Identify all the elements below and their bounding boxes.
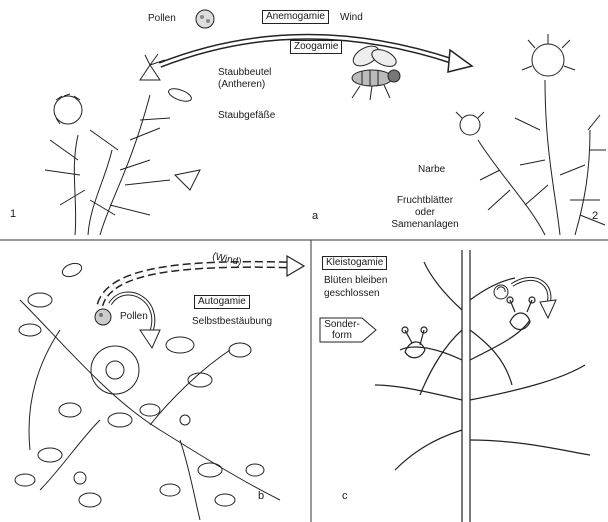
autogamie-label: Autogamie [194, 295, 250, 309]
selbstbestaeubung-label: Selbstbestäubung [192, 316, 272, 328]
pollen-grain-b-icon [95, 309, 111, 325]
transfer-arrowhead [448, 50, 472, 72]
anemogamie-label: Anemogamie [262, 10, 329, 24]
pollen-grain-icon [196, 10, 214, 28]
cleistogamy-arrowhead [540, 300, 556, 318]
wind-arrowhead [287, 256, 304, 276]
pollen-label-b: Pollen [120, 311, 148, 323]
staubgefaesse-label: Staubgefäße [218, 110, 275, 122]
panel-letter-a: a [312, 210, 318, 222]
antheren-label: (Antheren) [218, 79, 265, 91]
narbe-label: Narbe [418, 164, 445, 176]
pollen-grain-c-icon [494, 285, 508, 299]
pollen-label-a: Pollen [148, 13, 176, 25]
fruchtblaetter-label: Fruchtblätter [385, 195, 465, 207]
staubbeutel-label: Staubbeutel [218, 67, 271, 79]
panel-letter-c: c [342, 490, 348, 502]
panel-letter-b: b [258, 490, 264, 502]
bee-icon [350, 42, 400, 100]
oder-label: oder [385, 207, 465, 219]
right-carnation-plant [456, 34, 606, 235]
plant-number-1: 1 [10, 208, 16, 220]
left-carnation-plant [45, 54, 200, 235]
zoogamie-label: Zoogamie [290, 40, 342, 54]
form-label: form [322, 330, 362, 342]
plant-number-2: 2 [592, 210, 598, 222]
wind-label-a: Wind [340, 12, 363, 24]
kleistogamie-label: Kleistogamie [322, 256, 387, 270]
geschlossen-label: geschlossen [324, 288, 380, 300]
cleistogamous-plant [375, 250, 590, 522]
blueten-label: Blüten bleiben [324, 275, 387, 287]
samenanlagen-label: Samenanlagen [380, 219, 470, 231]
self-pollination-arrowhead [140, 330, 160, 348]
